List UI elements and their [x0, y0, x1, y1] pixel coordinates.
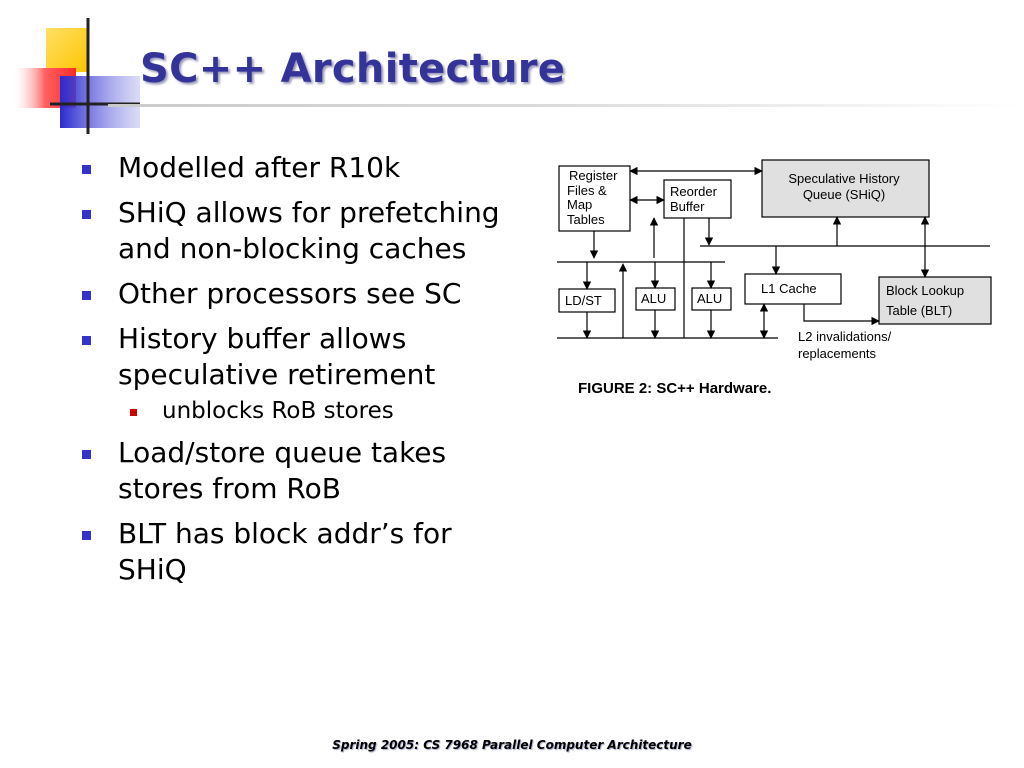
bullet-square-icon: [82, 165, 91, 174]
slide-title: SC++ Architecture: [140, 46, 566, 92]
bullet-square-icon: [82, 291, 91, 300]
l2-note-label: L2 invalidations/replacements: [798, 329, 892, 361]
bullet-item: Modelled after R10k: [78, 150, 518, 186]
slide-footer: Spring 2005: CS 7968 Parallel Computer A…: [332, 738, 692, 752]
bullet-list: Modelled after R10k SHiQ allows for pref…: [78, 150, 518, 597]
bullet-square-icon: [82, 450, 91, 459]
bullet-text: BLT has block addr’s for SHiQ: [118, 517, 452, 586]
register-files-box: [558, 165, 631, 232]
bullet-item: SHiQ allows for prefetching and non-bloc…: [78, 195, 518, 267]
bullet-text: SHiQ allows for prefetching and non-bloc…: [118, 196, 500, 265]
slide-logo: [14, 18, 140, 134]
bullet-square-icon: [82, 336, 91, 345]
bullet-item: History buffer allows speculative retire…: [78, 321, 518, 393]
bullet-item: Load/store queue takes stores from RoB: [78, 435, 518, 507]
blt-box: [878, 276, 992, 325]
bullet-text: Modelled after R10k: [118, 151, 401, 184]
sub-bullet-text: unblocks RoB stores: [162, 398, 394, 424]
sub-bullet-item: unblocks RoB stores: [78, 396, 518, 426]
shiq-box: [761, 159, 930, 218]
l1-cache-label: L1 Cache: [761, 281, 817, 296]
ldst-label: LD/ST: [565, 293, 602, 308]
bullet-item: Other processors see SC: [78, 276, 518, 312]
bullet-item: BLT has block addr’s for SHiQ: [78, 516, 518, 588]
l1-to-blt-arrow: [803, 304, 880, 326]
bullet-text: Other processors see SC: [118, 277, 462, 310]
sub-bullet-square-icon: [130, 409, 137, 416]
bullet-square-icon: [82, 210, 91, 219]
title-divider: [108, 104, 1024, 107]
bullet-text: Load/store queue takes stores from RoB: [118, 436, 447, 505]
svg-text:FIGURE 2: SC++ Hardware.: FIGURE 2: SC++ Hardware.: [578, 380, 771, 397]
l1-cache-box: [744, 273, 842, 305]
alu-label-1: ALU: [641, 291, 666, 306]
bullet-text: History buffer allows speculative retire…: [118, 322, 436, 391]
figure-caption: FIGURE 2: SC++ Hardware.: [578, 380, 771, 397]
bullet-square-icon: [82, 531, 91, 540]
alu-label-2: ALU: [697, 291, 722, 306]
